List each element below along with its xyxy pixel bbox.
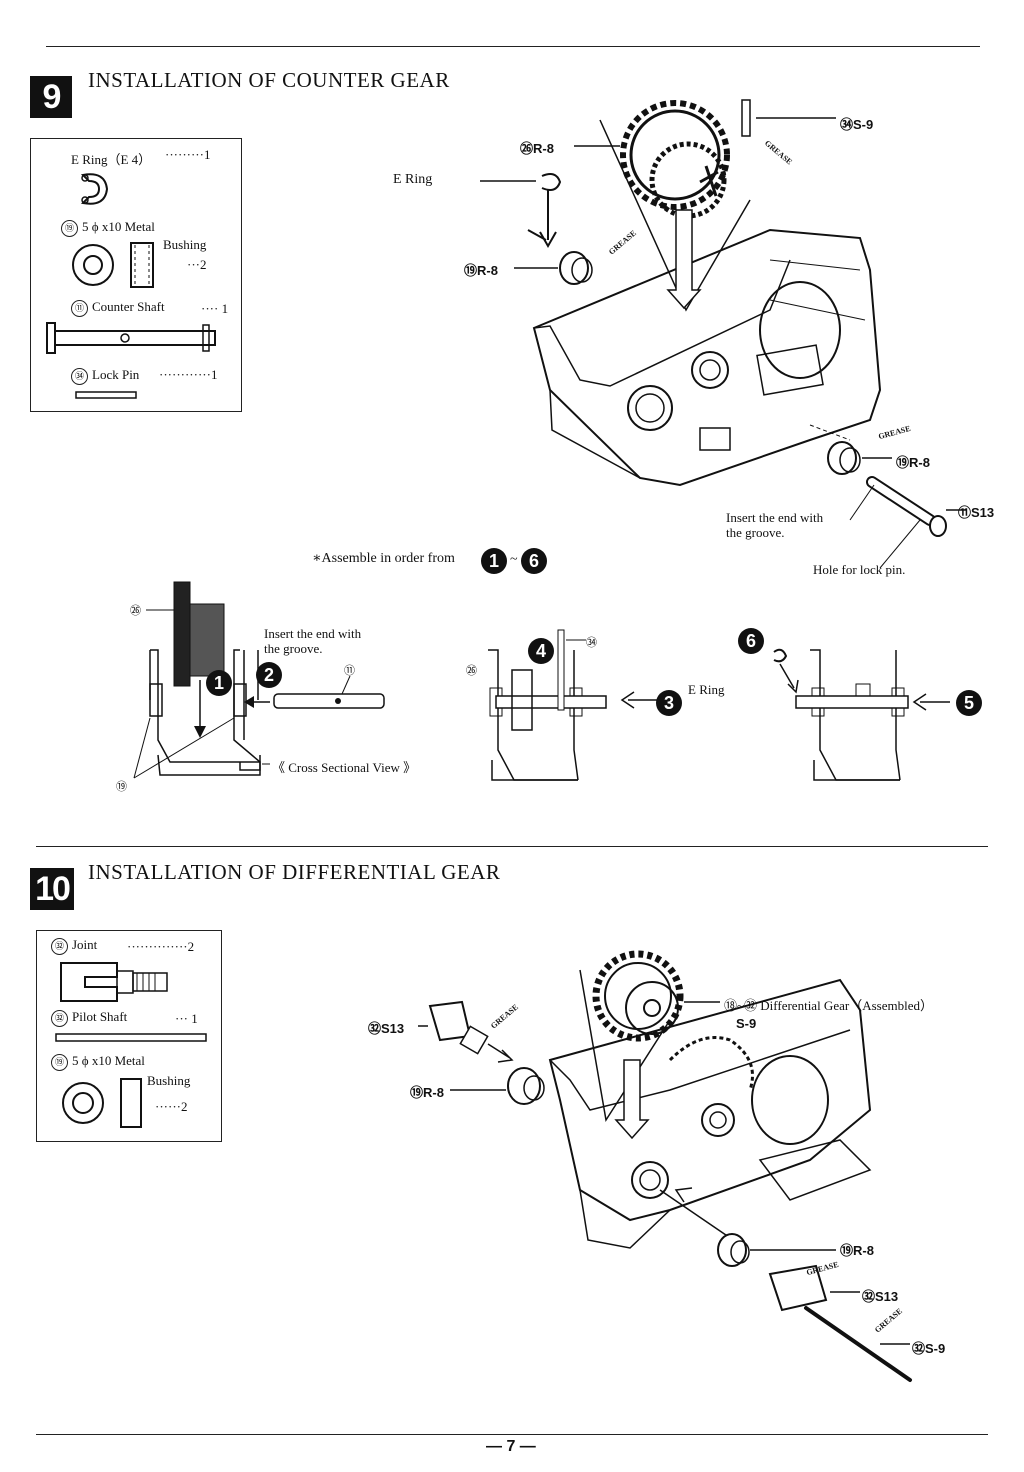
- part-bushing-text: 5 ϕ x10 Metal: [82, 219, 155, 234]
- diff-gear-callout: ⑱~㉜ Differential Gear（Assembled）: [724, 998, 933, 1013]
- part-bushing10-word: Bushing: [147, 1073, 191, 1088]
- s9-callout: ㉞S-9: [840, 117, 874, 132]
- cross-part-19: ⑲: [116, 781, 127, 793]
- cross-section-view-1: [133, 581, 385, 779]
- part-lock-pin-text: Lock Pin: [92, 367, 140, 382]
- cross-part-56-b: ㉖: [466, 665, 477, 677]
- cross-step-6: 6: [738, 628, 764, 654]
- cross-section-view-2: [488, 629, 658, 781]
- insert-groove-line1: Insert the end with: [726, 510, 824, 525]
- lock-pin-icon: [75, 391, 137, 399]
- r8-bottom-callout: ⑲R-8: [896, 455, 930, 470]
- counter-gear-exploded-diagram: [480, 99, 966, 569]
- r8-bottom10-callout: ⑲R-8: [840, 1243, 874, 1258]
- cross-step-5: 5: [956, 690, 982, 716]
- insert-groove-line2: the groove.: [726, 525, 785, 540]
- part-e-ring-label: E Ring（E 4）: [71, 152, 152, 167]
- cross-step-3: 3: [656, 690, 682, 716]
- cross-sectional-label: 《 Cross Sectional View 》: [272, 760, 417, 775]
- bottom-rule: [36, 1434, 988, 1435]
- part-bushing-qty: ···2: [187, 257, 207, 272]
- cross-step-1: 1: [206, 670, 232, 696]
- part-joint-label: ㉜ Joint: [51, 937, 97, 955]
- e-ring-icon: [80, 173, 109, 205]
- part-pilot-num: ㉜: [51, 1009, 68, 1027]
- e-ring-callout: E Ring: [393, 172, 433, 187]
- cross-section-view-3: [773, 648, 950, 781]
- part-e-ring-qty: ·········1: [165, 147, 211, 162]
- joint-icon: [60, 962, 168, 1002]
- part-bushing10-num: ⑲: [51, 1053, 68, 1071]
- part-joint-qty: ··············2: [127, 939, 195, 954]
- cross-part-56: ㉖: [130, 605, 141, 617]
- bushing10-icon: [62, 1078, 142, 1128]
- step-10-title: INSTALLATION OF DIFFERENTIAL GEAR: [88, 860, 501, 884]
- part-pilot-text: Pilot Shaft: [72, 1009, 128, 1024]
- cross-part-71: ⑪: [344, 665, 355, 677]
- part-bushing-word: Bushing: [163, 237, 207, 252]
- differential-gear-exploded-diagram: [418, 950, 912, 1382]
- cross-step-4: 4: [528, 638, 554, 664]
- joint-s13-top-callout: ㉜S13: [368, 1021, 405, 1036]
- pilot-s9-callout: ㉜S-9: [912, 1341, 946, 1356]
- counter-shaft-icon: [46, 322, 216, 354]
- r8-top-callout: ⑲R-8: [464, 263, 498, 278]
- part-joint-text: Joint: [72, 937, 98, 952]
- step-9-parts-box: E Ring（E 4） ·········1 ⑲ 5 ϕ x10 Metal Bu…: [30, 138, 242, 412]
- part-lock-pin-label: ㉞ Lock Pin: [71, 367, 139, 385]
- r8-top10-callout: ⑲R-8: [410, 1085, 444, 1100]
- assemble-to-badge: 6: [521, 548, 547, 574]
- part-joint-num: ㉜: [51, 937, 68, 955]
- cross-part-34: ㉞: [586, 637, 597, 649]
- assemble-tilde: ~: [510, 552, 518, 567]
- assemble-from-badge: 1: [481, 548, 507, 574]
- top-rule: [46, 46, 980, 47]
- page-number: — 7 —: [486, 1438, 536, 1455]
- diff-s9-callout: S-9: [736, 1016, 757, 1031]
- part-pilot-qty: ··· 1: [175, 1011, 198, 1026]
- r8-gear-callout: ㉖R-8: [520, 141, 554, 156]
- step-10-badge: 10: [30, 868, 74, 910]
- counter-gear-illustration: [620, 100, 730, 219]
- step-10-parts-box: ㉜ Joint ··············2 ㉜ Pilot Shaft ··· …: [36, 930, 222, 1142]
- part-pilot-label: ㉜ Pilot Shaft: [51, 1009, 127, 1027]
- assemble-order-note: ∗Assemble in order from: [312, 550, 455, 567]
- part-lock-pin-qty: ············1: [159, 367, 218, 382]
- step-9-badge: 9: [30, 76, 72, 118]
- part-counter-shaft-label: ⑪ Counter Shaft: [71, 299, 165, 317]
- section-divider-rule: [36, 846, 988, 847]
- cross-e-ring-label: E Ring: [688, 682, 725, 697]
- joint-s13-bottom-callout: ㉜S13: [862, 1289, 899, 1304]
- part-bushing-num: ⑲: [61, 219, 78, 237]
- part-bushing10-label: ⑲ 5 ϕ x10 Metal: [51, 1053, 145, 1071]
- pilot-shaft-icon: [55, 1033, 207, 1042]
- part-counter-shaft-qty: ···· 1: [201, 301, 229, 316]
- s13-callout: ⑪S13: [958, 505, 995, 520]
- part-bushing-label: ⑲ 5 ϕ x10 Metal: [61, 219, 155, 237]
- cross-step-2: 2: [256, 662, 282, 688]
- part-lock-pin-num: ㉞: [71, 367, 88, 385]
- part-counter-shaft-num: ⑪: [71, 299, 88, 317]
- cross-insert-line2: the groove.: [264, 641, 323, 656]
- hole-lock-pin-note: Hole for lock pin.: [813, 562, 906, 577]
- part-bushing10-text: 5 ϕ x10 Metal: [72, 1053, 145, 1068]
- assemble-order-text: ∗Assemble in order from: [312, 551, 455, 566]
- part-bushing10-qty: ······2: [155, 1099, 188, 1114]
- cross-insert-line1: Insert the end with: [264, 626, 362, 641]
- differential-gear-illustration: [592, 950, 684, 1042]
- bushing-icon: [72, 242, 154, 288]
- step-9-title: INSTALLATION OF COUNTER GEAR: [88, 68, 450, 92]
- part-counter-shaft-text: Counter Shaft: [92, 299, 165, 314]
